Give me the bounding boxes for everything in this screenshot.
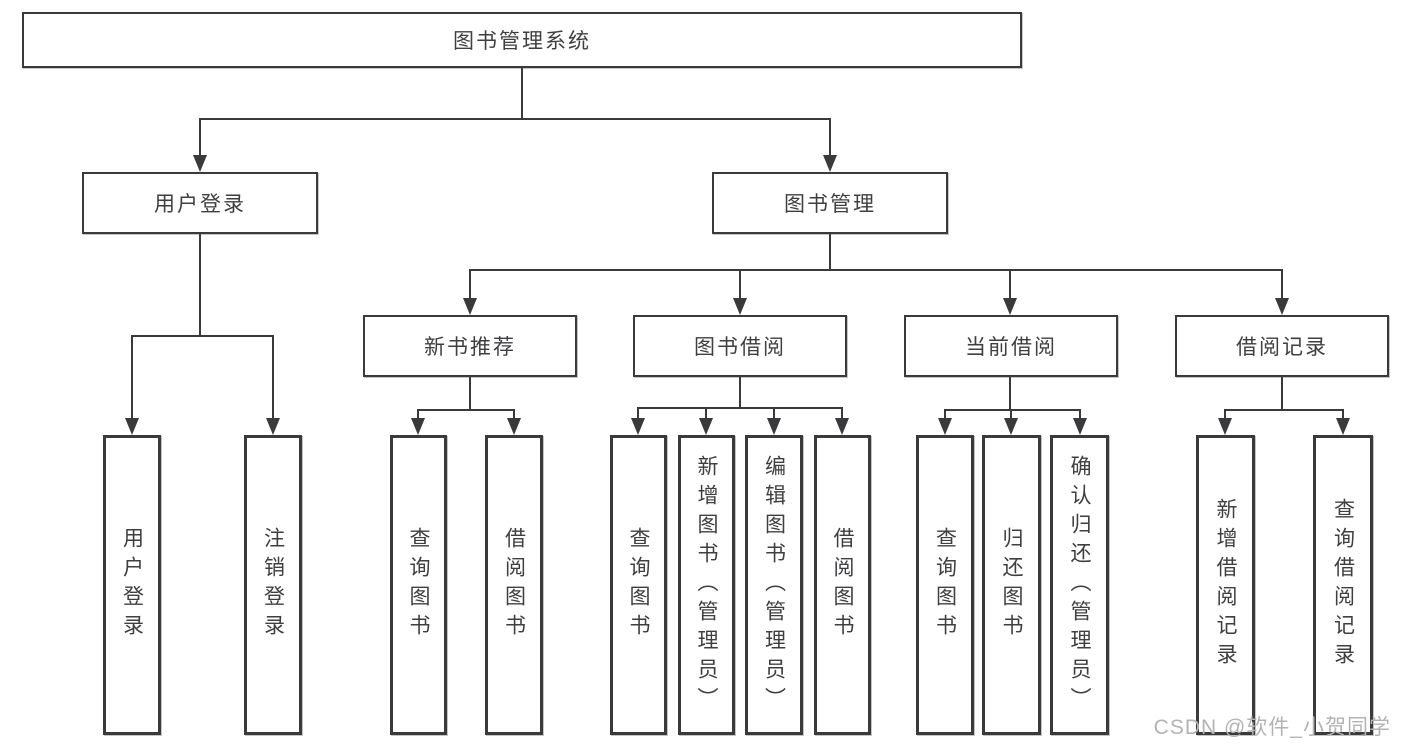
arrowhead-down bbox=[463, 298, 477, 315]
arrowhead-down bbox=[733, 298, 747, 315]
arrowhead-down bbox=[411, 418, 425, 435]
connector-v-line bbox=[469, 269, 471, 300]
connector-h-line bbox=[637, 407, 843, 409]
arrowhead-down bbox=[1004, 418, 1018, 435]
leaf-return-book: 归还图书 bbox=[982, 435, 1041, 735]
leaf-borrow-books-recommend: 借阅图书 bbox=[485, 435, 543, 735]
arrowhead-down bbox=[1218, 418, 1232, 435]
connector-v-line bbox=[944, 409, 946, 421]
connector-v-line bbox=[1281, 269, 1283, 300]
connector-h-line bbox=[469, 269, 1283, 271]
arrowhead-down bbox=[1336, 418, 1350, 435]
connector-v-line bbox=[1079, 409, 1081, 421]
leaf-query-books-borrowing: 查询图书 bbox=[610, 435, 667, 735]
connector-v-line bbox=[199, 234, 201, 337]
arrowhead-down bbox=[193, 155, 207, 172]
arrowhead-down bbox=[823, 155, 837, 172]
node-new-book-recommend: 新书推荐 bbox=[363, 315, 577, 377]
connector-v-line bbox=[1224, 409, 1226, 421]
csdn-watermark: CSDN @软件_小贺同学 bbox=[1153, 716, 1391, 739]
connector-v-line bbox=[513, 409, 515, 421]
connector-v-line bbox=[637, 407, 639, 421]
connector-h-line bbox=[417, 409, 515, 411]
connector-v-line bbox=[739, 377, 741, 408]
node-root: 图书管理系统 bbox=[22, 12, 1022, 68]
connector-v-line bbox=[739, 269, 741, 300]
connector-v-line bbox=[829, 118, 831, 158]
connector-v-line bbox=[199, 118, 201, 158]
node-user-login-branch: 用户登录 bbox=[82, 172, 318, 234]
connector-v-line bbox=[1010, 409, 1012, 421]
arrowhead-down bbox=[1073, 418, 1087, 435]
connector-h-line bbox=[944, 409, 1081, 411]
connector-v-line bbox=[1342, 409, 1344, 421]
arrowhead-down bbox=[767, 418, 781, 435]
connector-v-line bbox=[773, 407, 775, 421]
connector-v-line bbox=[521, 68, 523, 119]
arrowhead-down bbox=[1275, 298, 1289, 315]
leaf-edit-book-admin: 编辑图书（管理员） bbox=[745, 435, 803, 735]
connector-v-line bbox=[705, 407, 707, 421]
connector-v-line bbox=[1009, 377, 1011, 411]
leaf-query-books-recommend: 查询图书 bbox=[390, 435, 447, 735]
arrowhead-down bbox=[699, 418, 713, 435]
node-book-borrowing: 图书借阅 bbox=[633, 315, 847, 377]
arrowhead-down bbox=[507, 418, 521, 435]
connector-h-line bbox=[1224, 409, 1343, 411]
node-book-management-branch: 图书管理 bbox=[712, 172, 948, 234]
connector-v-line bbox=[272, 335, 274, 420]
connector-h-line bbox=[131, 335, 274, 337]
leaf-add-borrow-record: 新增借阅记录 bbox=[1196, 435, 1255, 735]
leaf-borrow-books-borrowing: 借阅图书 bbox=[814, 435, 871, 735]
connector-h-line bbox=[199, 118, 830, 120]
arrowhead-down bbox=[631, 418, 645, 435]
node-current-borrowing: 当前借阅 bbox=[904, 315, 1118, 377]
leaf-confirm-return-admin: 确认归还（管理员） bbox=[1050, 435, 1109, 735]
arrowhead-down bbox=[938, 418, 952, 435]
leaf-query-books-current: 查询图书 bbox=[916, 435, 974, 735]
arrowhead-down bbox=[1003, 298, 1017, 315]
connector-v-line bbox=[469, 377, 471, 411]
arrowhead-down bbox=[125, 418, 139, 435]
connector-v-line bbox=[1009, 269, 1011, 300]
connector-v-line bbox=[131, 335, 133, 420]
connector-v-line bbox=[417, 409, 419, 421]
leaf-add-book-admin: 新增图书（管理员） bbox=[678, 435, 735, 735]
connector-v-line bbox=[1281, 377, 1283, 411]
arrowhead-down bbox=[266, 418, 280, 435]
arrowhead-down bbox=[835, 418, 849, 435]
connector-v-line bbox=[829, 234, 831, 271]
leaf-query-borrow-record: 查询借阅记录 bbox=[1313, 435, 1373, 735]
leaf-logout: 注销登录 bbox=[244, 435, 302, 735]
connector-v-line bbox=[841, 407, 843, 421]
node-borrowing-records: 借阅记录 bbox=[1175, 315, 1389, 377]
leaf-user-login: 用户登录 bbox=[103, 435, 161, 735]
